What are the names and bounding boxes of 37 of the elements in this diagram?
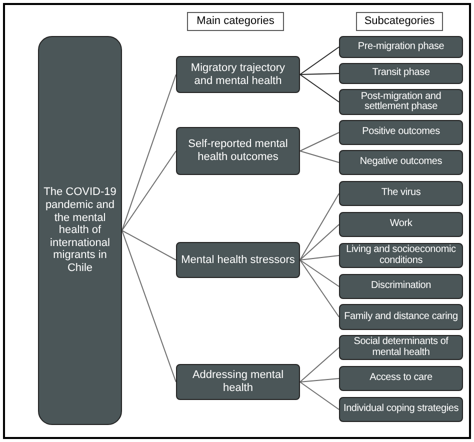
connector-line xyxy=(300,46,340,75)
subcategory-box: Work xyxy=(339,212,463,237)
connector-line xyxy=(300,224,340,260)
connector-line xyxy=(300,74,340,102)
subcategory-box: Access to care xyxy=(339,366,463,391)
subcategory-box: Positive outcomes xyxy=(339,120,463,145)
connector-line xyxy=(122,230,176,260)
subcategory-box: Family and distance caring xyxy=(339,304,463,330)
topic-box: The COVID-19 pandemic and the mental health of international migrants in Chile xyxy=(38,36,122,425)
column-header-box: Main categories xyxy=(187,12,284,31)
connector-line xyxy=(300,150,340,163)
subcategory-box: Pre-migration phase xyxy=(339,36,463,58)
category-box: Migratory trajectory and mental health xyxy=(176,56,300,93)
subcategory-box: The virus xyxy=(339,181,463,206)
connector-line xyxy=(300,347,340,382)
subcategory-box: Post-migration and settlement phase xyxy=(339,89,463,115)
connector-line xyxy=(300,73,340,75)
subcategory-box: Negative outcomes xyxy=(339,150,463,175)
connector-line xyxy=(300,382,340,410)
connector-line xyxy=(122,74,176,231)
connector-line xyxy=(300,255,340,260)
subcategory-box: Individual coping strategies xyxy=(339,397,463,422)
connector-line xyxy=(122,150,176,231)
connector-line xyxy=(300,378,340,382)
category-box: Addressing mental health xyxy=(176,364,300,400)
connector-line xyxy=(300,260,340,318)
category-box: Self-reported mental health outcomes xyxy=(176,127,300,175)
category-box: Mental health stressors xyxy=(176,242,300,278)
subcategory-box: Living and socioeconomic conditions xyxy=(339,243,463,268)
connector-line xyxy=(300,260,340,287)
subcategory-box: Transit phase xyxy=(339,63,463,84)
subcategory-box: Discrimination xyxy=(339,274,463,299)
connector-line xyxy=(122,230,176,382)
connector-line xyxy=(300,193,340,260)
column-header-box: Subcategories xyxy=(356,12,443,31)
subcategory-box: Social determinants of mental health xyxy=(339,335,463,360)
connector-line xyxy=(300,132,340,152)
